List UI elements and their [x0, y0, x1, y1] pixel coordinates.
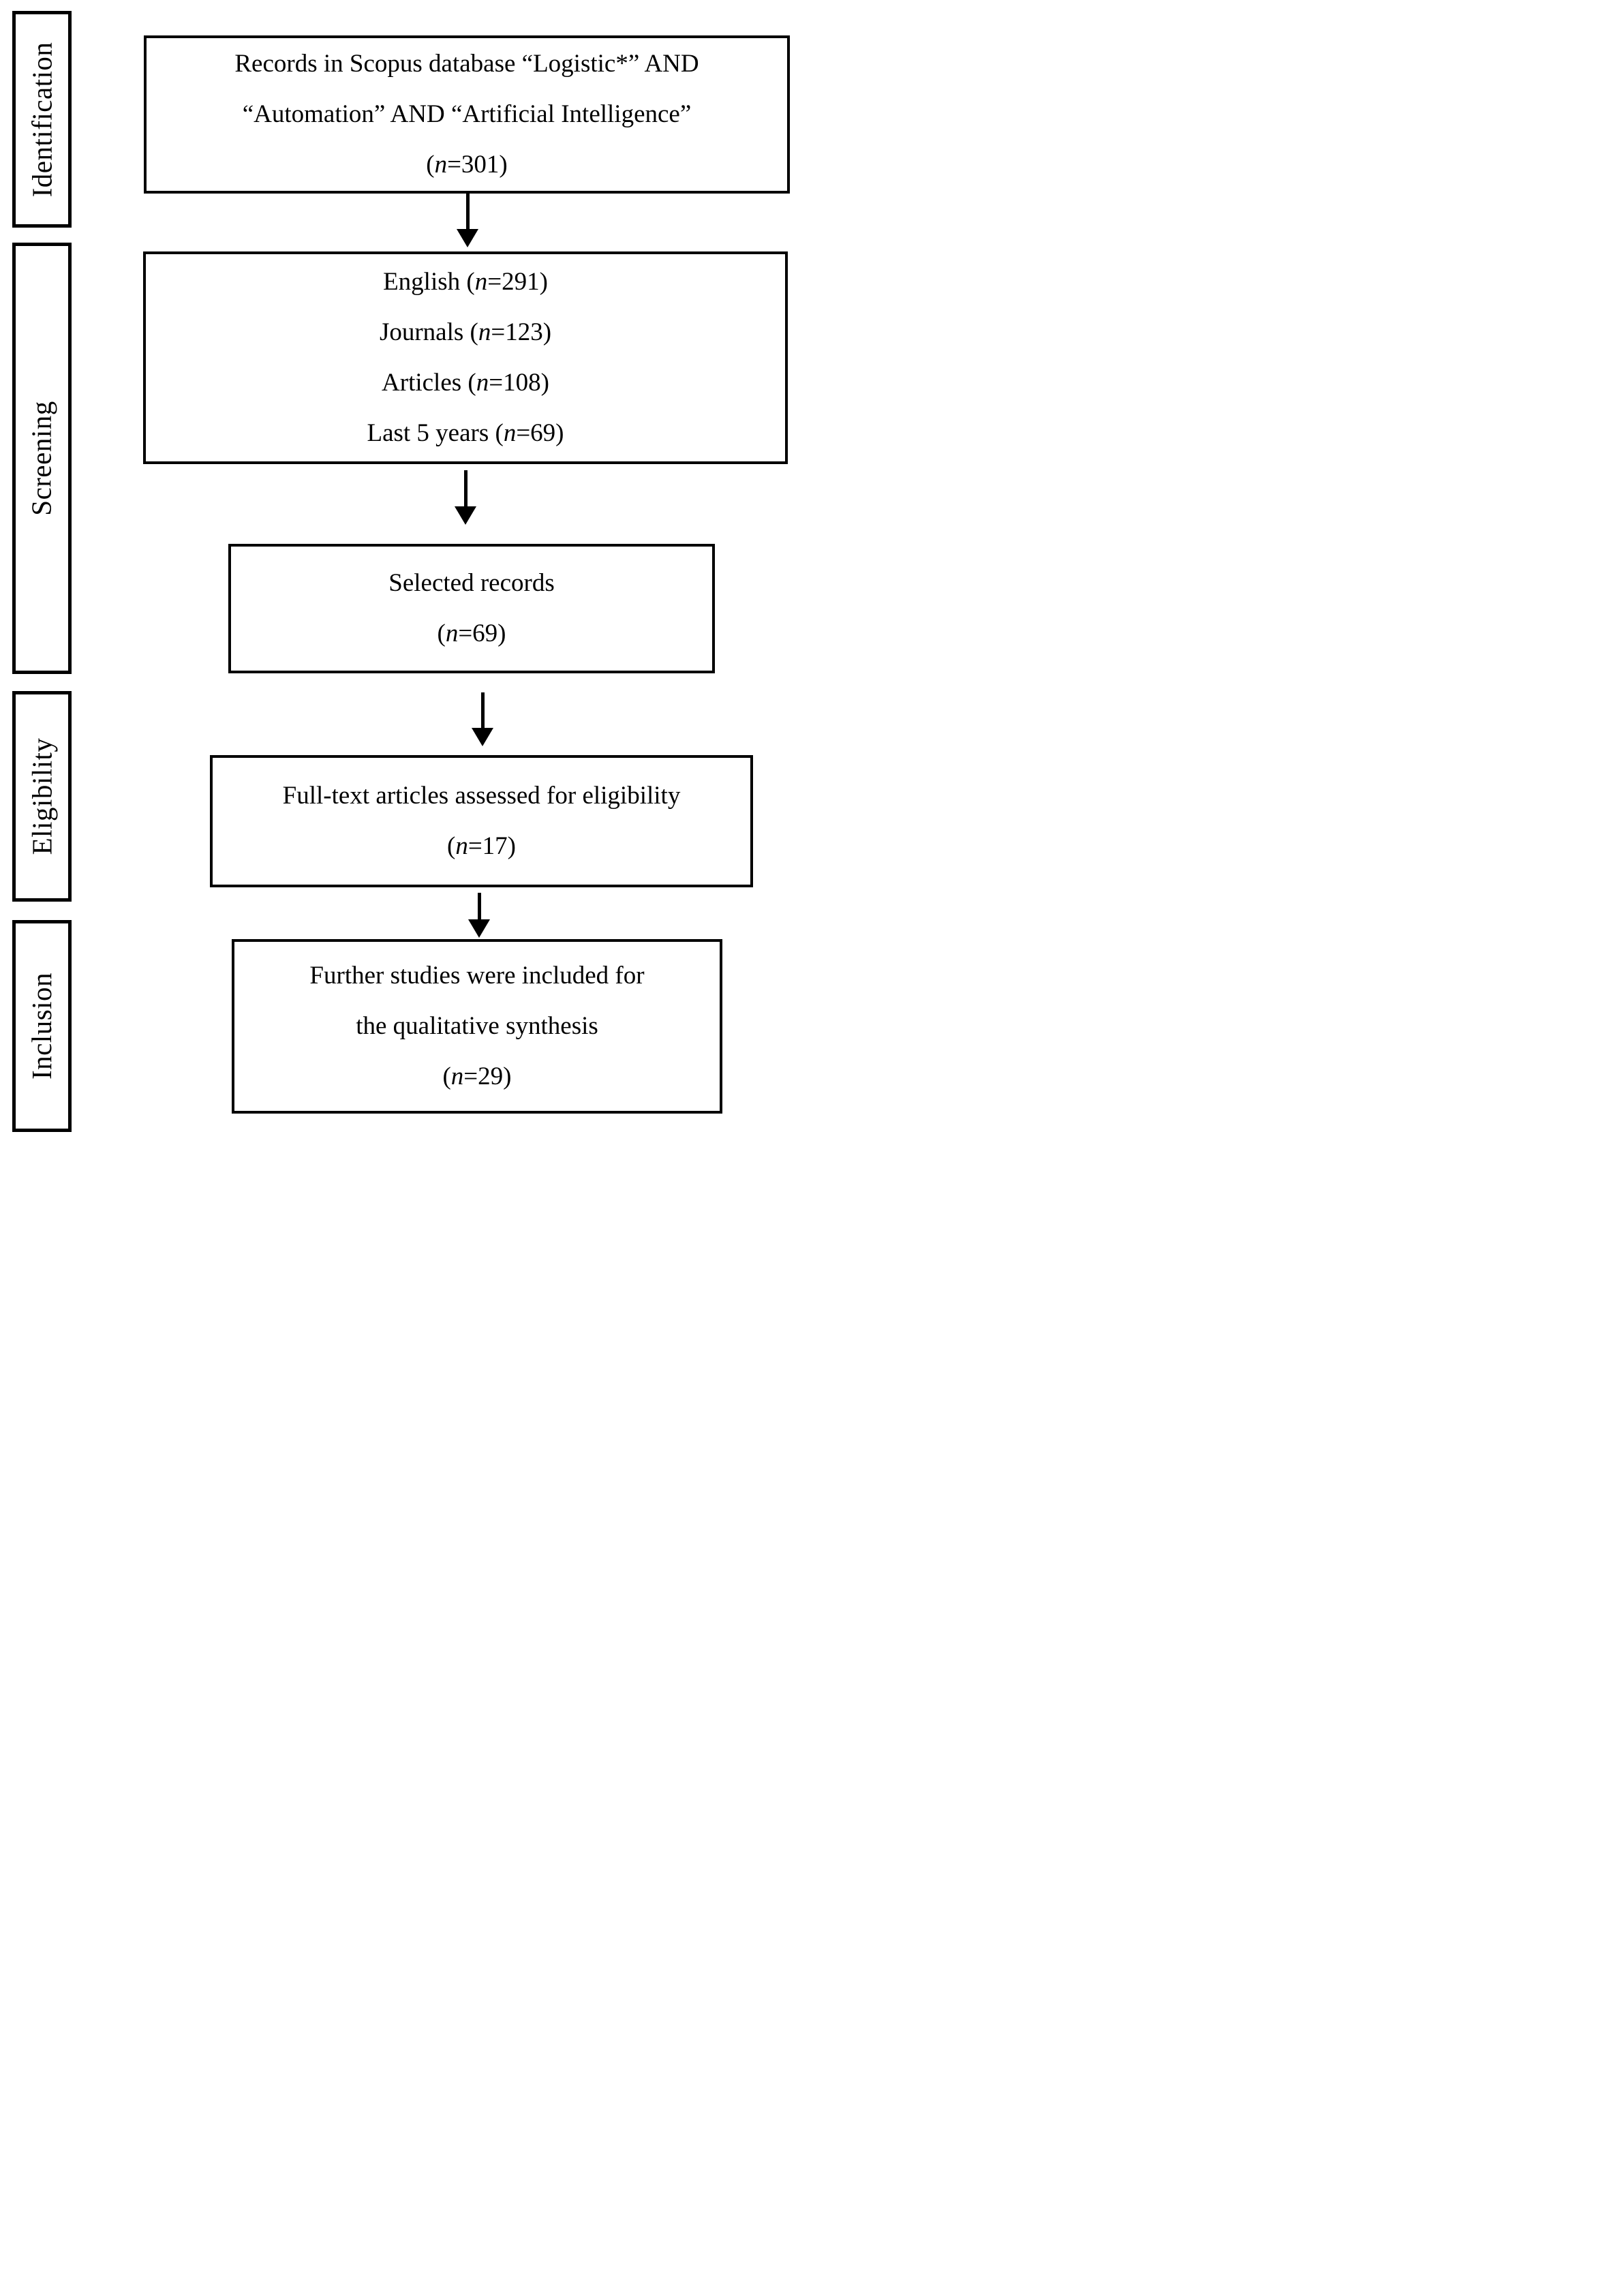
box-text-line: Articles (n=108) [382, 369, 549, 397]
box-text-line: (n=69) [437, 619, 506, 647]
stage-label-screening: Screening [26, 401, 58, 516]
stage-box-eligibility: Eligibility [12, 691, 72, 902]
box-text-line: (n=29) [442, 1062, 512, 1090]
arrow-head [455, 506, 476, 525]
italic-n: n [450, 1062, 464, 1090]
arrow-stem [478, 893, 481, 921]
box-text-line: Last 5 years (n=69) [367, 419, 564, 447]
italic-n: n [503, 419, 517, 447]
box-text-line: Full-text articles assessed for eligibil… [282, 782, 681, 810]
flow-box-records-text: Records in Scopus database “Logistic*” A… [234, 39, 699, 190]
flow-box-filters: English (n=291) Journals (n=123) Articles … [143, 251, 788, 464]
italic-n: n [455, 832, 468, 860]
arrow-head [468, 919, 490, 938]
italic-n: n [434, 151, 448, 179]
box-text-line: Journals (n=123) [379, 318, 552, 346]
box-text-line: Selected records [388, 569, 555, 597]
flow-box-included-studies-text: Further studies were included for the qua… [309, 951, 644, 1102]
flow-box-records: Records in Scopus database “Logistic*” A… [144, 35, 790, 194]
stage-label-identification: Identification [26, 42, 58, 197]
box-text-line: Further studies were included for [309, 962, 645, 990]
arrow-stem [481, 692, 485, 729]
stage-box-identification: Identification [12, 11, 72, 228]
italic-n: n [476, 369, 489, 397]
italic-n: n [445, 619, 459, 647]
box-text-line: “Automation” AND “Artificial Intelligenc… [242, 100, 692, 128]
arrow-stem [466, 194, 470, 230]
flow-box-selected-records: Selected records (n=69) [228, 544, 715, 673]
italic-n: n [478, 318, 491, 346]
box-text-line: (n=17) [446, 832, 517, 860]
box-text-line: English (n=291) [383, 268, 548, 296]
stage-label-eligibility: Eligibility [26, 737, 58, 855]
arrow-stem [464, 470, 468, 508]
flow-box-included-studies: Further studies were included for the qua… [232, 939, 722, 1114]
flow-box-fulltext-assessed: Full-text articles assessed for eligibil… [210, 755, 753, 887]
flow-box-selected-records-text: Selected records (n=69) [388, 558, 554, 659]
flow-box-fulltext-assessed-text: Full-text articles assessed for eligibil… [283, 771, 681, 872]
prisma-flow-diagram: Identification Screening Eligibility Inc… [0, 0, 805, 1148]
box-text-line: the qualitative synthesis [356, 1012, 598, 1040]
stage-box-screening: Screening [12, 243, 72, 674]
stage-box-inclusion: Inclusion [12, 920, 72, 1132]
box-text-line: (n=301) [426, 151, 508, 179]
box-text-line: Records in Scopus database “Logistic*” A… [234, 50, 699, 78]
flow-box-filters-text: English (n=291) Journals (n=123) Articles … [367, 257, 564, 459]
stage-label-inclusion: Inclusion [26, 972, 57, 1080]
arrow-head [457, 229, 478, 247]
arrow-head [472, 728, 493, 746]
italic-n: n [474, 268, 488, 296]
